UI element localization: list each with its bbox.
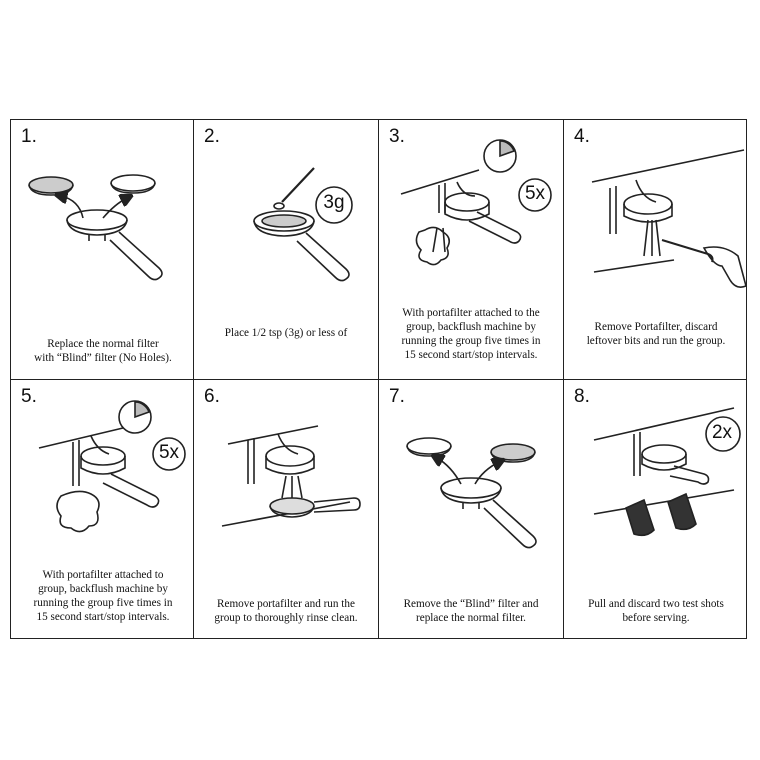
- step-caption: Pull and discard two test shots before s…: [588, 598, 724, 624]
- repeat-badge: 2x: [711, 422, 733, 443]
- step-4-panel: 4. Remove Portafilter, discard leftover …: [564, 120, 748, 379]
- step-8-panel: 8. 2x Pull and discard two test shots be…: [564, 380, 748, 639]
- backflush-illustration: [400, 139, 552, 266]
- rinse-group-illustration: [221, 425, 361, 527]
- step-caption: With portafilter attached to the group, …: [401, 307, 541, 361]
- step-3-panel: 3. 5x With portafilter attached to the g…: [379, 120, 563, 379]
- step-number: 3.: [389, 126, 405, 147]
- step-1-panel: 1. Replace the normal filter with “Blind…: [11, 120, 195, 379]
- step-number: 4.: [574, 126, 590, 147]
- instruction-grid: 1. Replace the normal filter with “Blind…: [10, 119, 747, 639]
- repeat-badge: 5x: [158, 442, 180, 463]
- step-number: 1.: [21, 126, 37, 147]
- step-number: 5.: [21, 386, 37, 407]
- replace-filter-illustration: [406, 437, 537, 549]
- add-detergent-illustration: [253, 167, 353, 282]
- step-6-panel: 6. Remove portafilter and run the group …: [194, 380, 378, 639]
- test-shots-illustration: [593, 407, 741, 537]
- repeat-badge: 5x: [524, 183, 546, 204]
- step-caption: Remove portafilter and run the group to …: [214, 598, 358, 624]
- step-caption: Place 1/2 tsp (3g) or less of: [224, 327, 348, 339]
- step-7-panel: 7. Remove the “Blind” filter and replace…: [379, 380, 563, 639]
- step-caption: With portafilter attached to group, back…: [33, 569, 173, 623]
- backflush-illustration: [38, 400, 186, 533]
- grid-divider: [11, 379, 746, 380]
- dose-badge: 3g: [323, 192, 345, 213]
- step-caption: Remove Portafilter, discard leftover bit…: [586, 321, 726, 347]
- step-number: 2.: [204, 126, 220, 147]
- step-number: 8.: [574, 386, 590, 407]
- step-caption: Remove the “Blind” filter and replace th…: [403, 598, 539, 624]
- step-number: 7.: [389, 386, 405, 407]
- step-2-panel: 2. 3g Place 1/2 tsp (3g) or less of: [194, 120, 378, 379]
- step-caption: Replace the normal filter with “Blind” f…: [34, 338, 172, 364]
- step-number: 6.: [204, 386, 220, 407]
- remove-and-rinse-illustration: [591, 149, 747, 288]
- step-5-panel: 5. 5x With portafilter attached to group…: [11, 380, 195, 639]
- replace-filter-illustration: [28, 174, 163, 281]
